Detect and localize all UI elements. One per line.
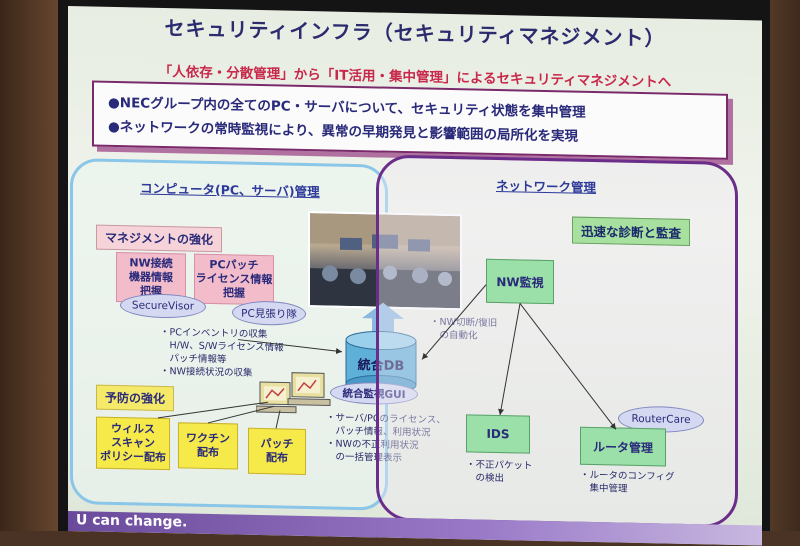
footer-slogan: U can change. — [76, 512, 188, 531]
presentation-slide: セキュリティインフラ（セキュリティマネジメント） 「人依存・分散管理」から「IT… — [68, 6, 762, 546]
control-room-photo — [308, 211, 462, 311]
connector-lines — [157, 284, 617, 430]
computer-icon — [256, 372, 331, 414]
